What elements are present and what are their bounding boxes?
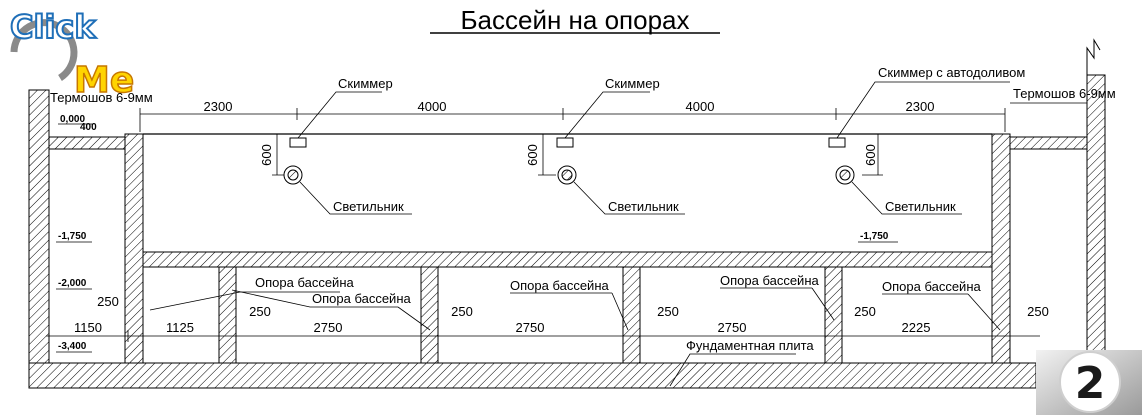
dim-top-1: 2300 <box>204 99 233 114</box>
elevation-zero-sub: 400 <box>80 122 97 133</box>
skimmer-mid-label: Скиммер <box>605 76 660 91</box>
support-label-4: Опора бассейна <box>720 273 820 288</box>
elevation-zero: 0,000 <box>60 114 85 125</box>
support-column-2 <box>420 266 439 364</box>
support-label-5: Опора бассейна <box>882 279 982 294</box>
insulation-left-label: Термошов 6-9мм <box>50 90 153 105</box>
badge-number: 2 <box>1075 358 1106 409</box>
support-label-3: Опора бассейна <box>510 278 610 293</box>
dim-250-1: 250 <box>97 294 119 309</box>
badge-circle <box>1059 351 1121 413</box>
light-left-label: Светильник <box>333 199 404 214</box>
support-column-1 <box>218 266 237 364</box>
logo-swirl-icon <box>10 19 78 81</box>
light-right-label: Светильник <box>885 199 956 214</box>
support-label-2: Опора бассейна <box>312 291 412 306</box>
elevation-2000: -2,000 <box>58 278 87 289</box>
dim-600-lines <box>272 134 883 176</box>
support-label-1: Опора бассейна <box>255 275 355 290</box>
dim-bottom-4: 2750 <box>516 320 545 335</box>
foundation-label: Фундаментная плита <box>686 338 814 353</box>
dim-bottom-2: 1125 <box>166 320 194 335</box>
light-leaders <box>299 181 962 215</box>
top-dimension-line <box>139 108 1006 132</box>
logo-text-me: Me <box>74 60 134 101</box>
right-break-line <box>1086 38 1101 75</box>
dim-250-6: 250 <box>1027 304 1049 319</box>
elevation-1750-left: -1,750 <box>58 231 87 242</box>
bottom-dimension-line <box>46 330 1040 342</box>
dim-bottom-6: 2225 <box>902 320 931 335</box>
dim-bottom-3: 2750 <box>314 320 343 335</box>
dim-250-2: 250 <box>249 304 271 319</box>
dim-top-3: 4000 <box>686 99 715 114</box>
right-outer-wall <box>1086 74 1106 364</box>
support-column-3 <box>622 266 641 364</box>
skimmer-mid-icon <box>556 137 574 148</box>
logo-text-click: Click <box>10 8 96 46</box>
light-mid-label: Светильник <box>608 199 679 214</box>
dim-bottom-1: 1150 <box>74 320 102 335</box>
page-title: Бассейн на опорах <box>460 5 689 35</box>
dim-600-mid: 600 <box>525 144 540 166</box>
dim-600-right: 600 <box>863 144 878 166</box>
dim-top-2: 4000 <box>418 99 447 114</box>
left-floor-slab <box>48 136 126 150</box>
light-left-icon <box>283 165 303 185</box>
support-leaders <box>149 287 1001 331</box>
dim-250-5: 250 <box>854 304 876 319</box>
pool-wall-right <box>991 133 1011 364</box>
skimmer-left-icon <box>289 137 307 148</box>
support-column-4 <box>824 266 843 364</box>
dim-250-3: 250 <box>451 304 473 319</box>
dim-bottom-5: 2750 <box>718 320 747 335</box>
dim-top-4: 2300 <box>906 99 935 114</box>
click-me-logo[interactable]: Click Me <box>9 7 135 102</box>
pool-wall-left <box>124 133 144 364</box>
left-outer-wall <box>28 89 50 364</box>
dim-600-left: 600 <box>259 144 274 166</box>
foundation-leader <box>669 353 796 387</box>
pool-bottom-slab <box>142 251 993 268</box>
skimmer-right-label: Скиммер с автодоливом <box>878 65 1025 80</box>
right-floor-slab <box>1009 136 1088 150</box>
foundation-slab <box>28 362 1037 389</box>
skimmer-left-label: Скиммер <box>338 76 393 91</box>
insulation-right-label: Термошов 6-9мм <box>1013 86 1116 101</box>
page-number-badge[interactable]: 2 <box>1036 350 1142 415</box>
skimmer-right-icon <box>828 137 846 148</box>
light-right-icon <box>835 165 855 185</box>
elevation-1750-right: -1,750 <box>860 231 889 242</box>
elevation-3400: -3,400 <box>58 341 87 352</box>
skimmer-leaders <box>297 81 1010 139</box>
light-mid-icon <box>557 165 577 185</box>
dim-250-4: 250 <box>657 304 679 319</box>
